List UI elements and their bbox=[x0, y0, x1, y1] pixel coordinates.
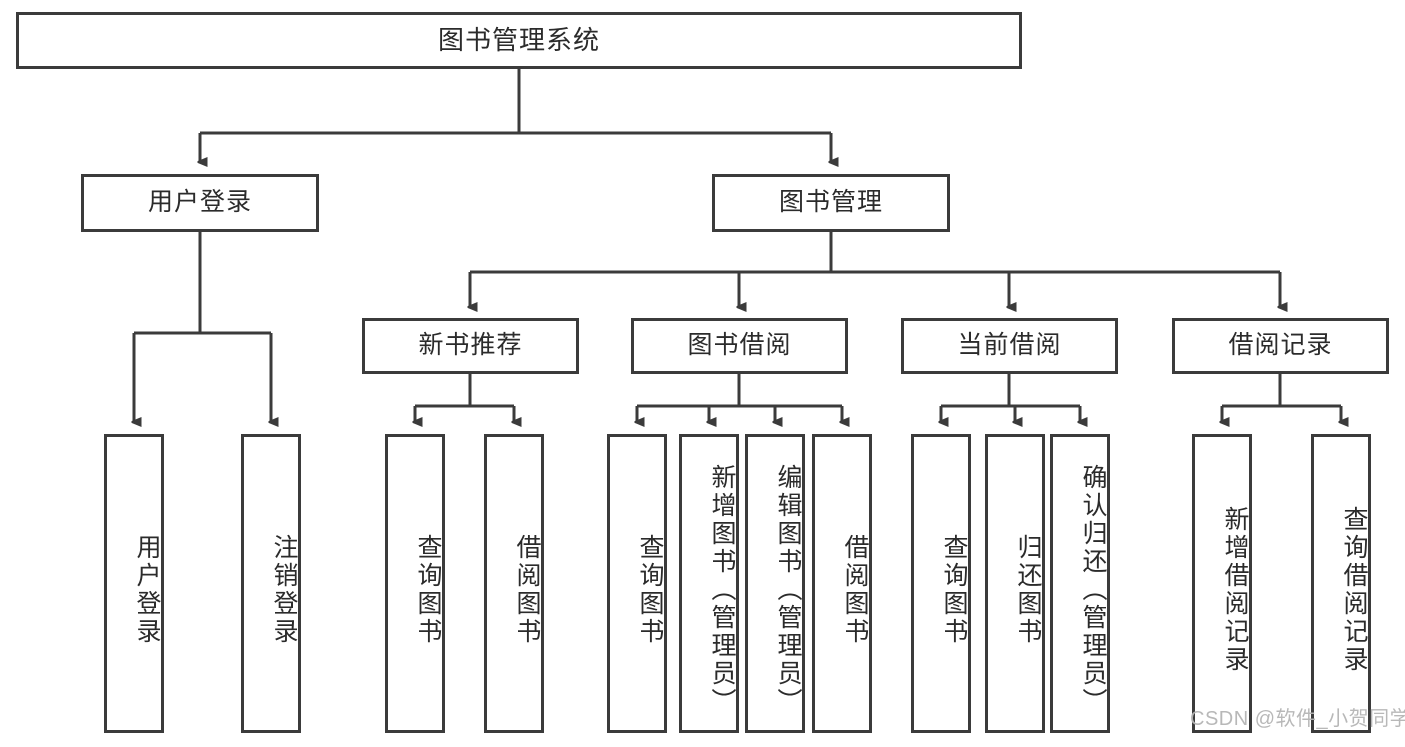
leaf-query-book-borrow[interactable]: 查询图书 bbox=[607, 434, 667, 733]
leaf-return-book-label: 归还图书 bbox=[1014, 533, 1042, 646]
leaf-user-logout-label: 注销登录 bbox=[270, 533, 298, 646]
leaf-user-login-label: 用户登录 bbox=[133, 533, 161, 646]
leaf-confirm-return-admin[interactable]: 确认归还（管理员） bbox=[1050, 434, 1110, 733]
csdn-watermark: CSDN @软件_小贺同学 bbox=[1190, 708, 1405, 730]
node-current-borrow[interactable]: 当前借阅 bbox=[901, 318, 1118, 374]
node-book-manage-label: 图书管理 bbox=[778, 188, 883, 217]
leaf-add-book-admin[interactable]: 新增图书（管理员） bbox=[679, 434, 739, 733]
leaf-confirm-return-admin-label: 确认归还（管理员） bbox=[1079, 463, 1107, 716]
leaf-query-borrow-record[interactable]: 查询借阅记录 bbox=[1311, 434, 1371, 733]
node-book-manage[interactable]: 图书管理 bbox=[712, 174, 950, 232]
leaf-query-borrow-record-label: 查询借阅记录 bbox=[1340, 505, 1368, 674]
node-book-borrow-label: 图书借阅 bbox=[687, 331, 792, 360]
leaf-user-logout[interactable]: 注销登录 bbox=[241, 434, 301, 733]
node-borrow-record[interactable]: 借阅记录 bbox=[1172, 318, 1389, 374]
node-book-borrow[interactable]: 图书借阅 bbox=[631, 318, 848, 374]
node-new-book-recommend[interactable]: 新书推荐 bbox=[362, 318, 579, 374]
node-borrow-record-label: 借阅记录 bbox=[1228, 331, 1333, 360]
leaf-add-borrow-record[interactable]: 新增借阅记录 bbox=[1192, 434, 1252, 733]
node-root[interactable]: 图书管理系统 bbox=[16, 12, 1022, 69]
leaf-add-book-admin-label: 新增图书（管理员） bbox=[708, 463, 736, 716]
leaf-borrow-book-borrow[interactable]: 借阅图书 bbox=[812, 434, 872, 733]
leaf-borrow-book-recommend-label: 借阅图书 bbox=[513, 533, 541, 646]
leaf-edit-book-admin-label: 编辑图书（管理员） bbox=[774, 463, 802, 716]
leaf-user-login[interactable]: 用户登录 bbox=[104, 434, 164, 733]
leaf-query-book-current[interactable]: 查询图书 bbox=[911, 434, 971, 733]
leaf-query-book-current-label: 查询图书 bbox=[940, 533, 968, 646]
leaf-add-borrow-record-label: 新增借阅记录 bbox=[1221, 505, 1249, 674]
node-user-login-label: 用户登录 bbox=[147, 188, 252, 217]
node-root-label: 图书管理系统 bbox=[437, 25, 600, 56]
leaf-borrow-book-recommend[interactable]: 借阅图书 bbox=[484, 434, 544, 733]
leaf-borrow-book-borrow-label: 借阅图书 bbox=[841, 533, 869, 646]
leaf-query-book-recommend[interactable]: 查询图书 bbox=[385, 434, 445, 733]
leaf-query-book-borrow-label: 查询图书 bbox=[636, 533, 664, 646]
leaf-query-book-recommend-label: 查询图书 bbox=[414, 533, 442, 646]
leaf-edit-book-admin[interactable]: 编辑图书（管理员） bbox=[745, 434, 805, 733]
node-user-login[interactable]: 用户登录 bbox=[81, 174, 319, 232]
node-new-book-recommend-label: 新书推荐 bbox=[418, 331, 523, 360]
node-current-borrow-label: 当前借阅 bbox=[957, 331, 1062, 360]
leaf-return-book[interactable]: 归还图书 bbox=[985, 434, 1045, 733]
